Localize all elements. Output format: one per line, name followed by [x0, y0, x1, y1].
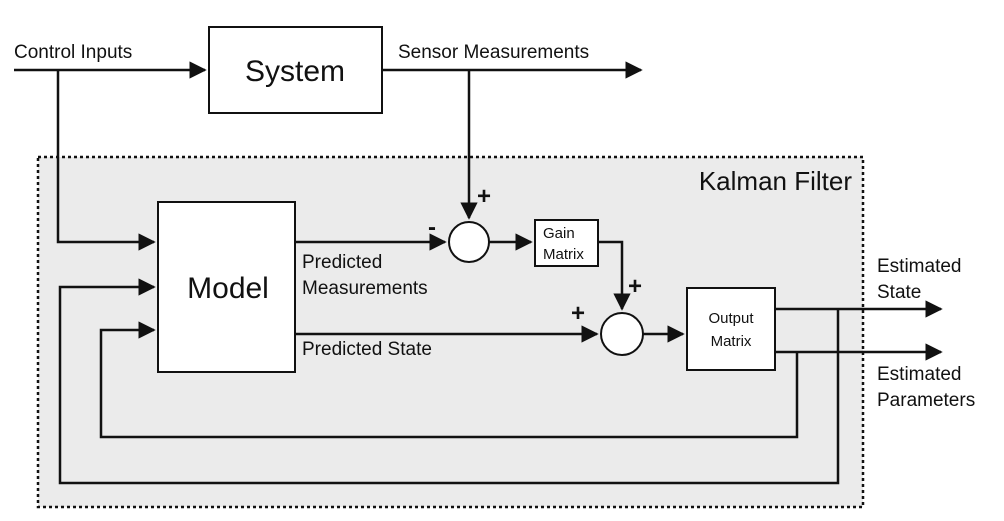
gain-matrix-label-line1: Gain	[543, 225, 575, 242]
state-update-sum-node	[600, 312, 644, 356]
sum1-minus-sign: -	[428, 214, 436, 241]
model-label: Model	[187, 272, 269, 305]
sum2-plus-sign-top: +	[628, 273, 642, 300]
gain-matrix-block	[534, 219, 599, 267]
estimated-state-label-line2: State	[877, 282, 921, 303]
control-inputs-label: Control Inputs	[14, 42, 132, 63]
signal-wires	[14, 61, 943, 485]
estimated-state-label-line1: Estimated	[877, 256, 961, 277]
predicted-measurements-label-line2: Measurements	[302, 278, 428, 299]
gain-matrix-label-line2: Matrix	[543, 246, 584, 263]
control-inputs-to-model-arrow	[56, 70, 156, 251]
estimated-parameters-feedback-loop	[99, 321, 799, 439]
output-matrix-block	[686, 287, 776, 371]
estimated-state-feedback-loop	[58, 278, 840, 485]
gain-to-sum-arrow	[598, 240, 631, 311]
system-block	[208, 26, 383, 114]
predicted-measurements-label-line1: Predicted	[302, 252, 382, 273]
model-block	[157, 201, 296, 373]
estimated-parameters-label-line2: Parameters	[877, 390, 975, 411]
kalman-filter-label: Kalman Filter	[699, 166, 852, 196]
output-matrix-label-line2: Matrix	[711, 333, 752, 350]
predicted-state-label: Predicted State	[302, 339, 432, 360]
output-matrix-label-line1: Output	[708, 310, 754, 327]
sum1-plus-sign: +	[477, 183, 491, 210]
sum2-plus-sign-left: +	[571, 300, 585, 327]
measurement-residual-sum-node	[448, 221, 490, 263]
sensor-measurements-label: Sensor Measurements	[398, 42, 589, 63]
estimated-parameters-label-line1: Estimated	[877, 364, 961, 385]
system-label: System	[245, 55, 345, 88]
